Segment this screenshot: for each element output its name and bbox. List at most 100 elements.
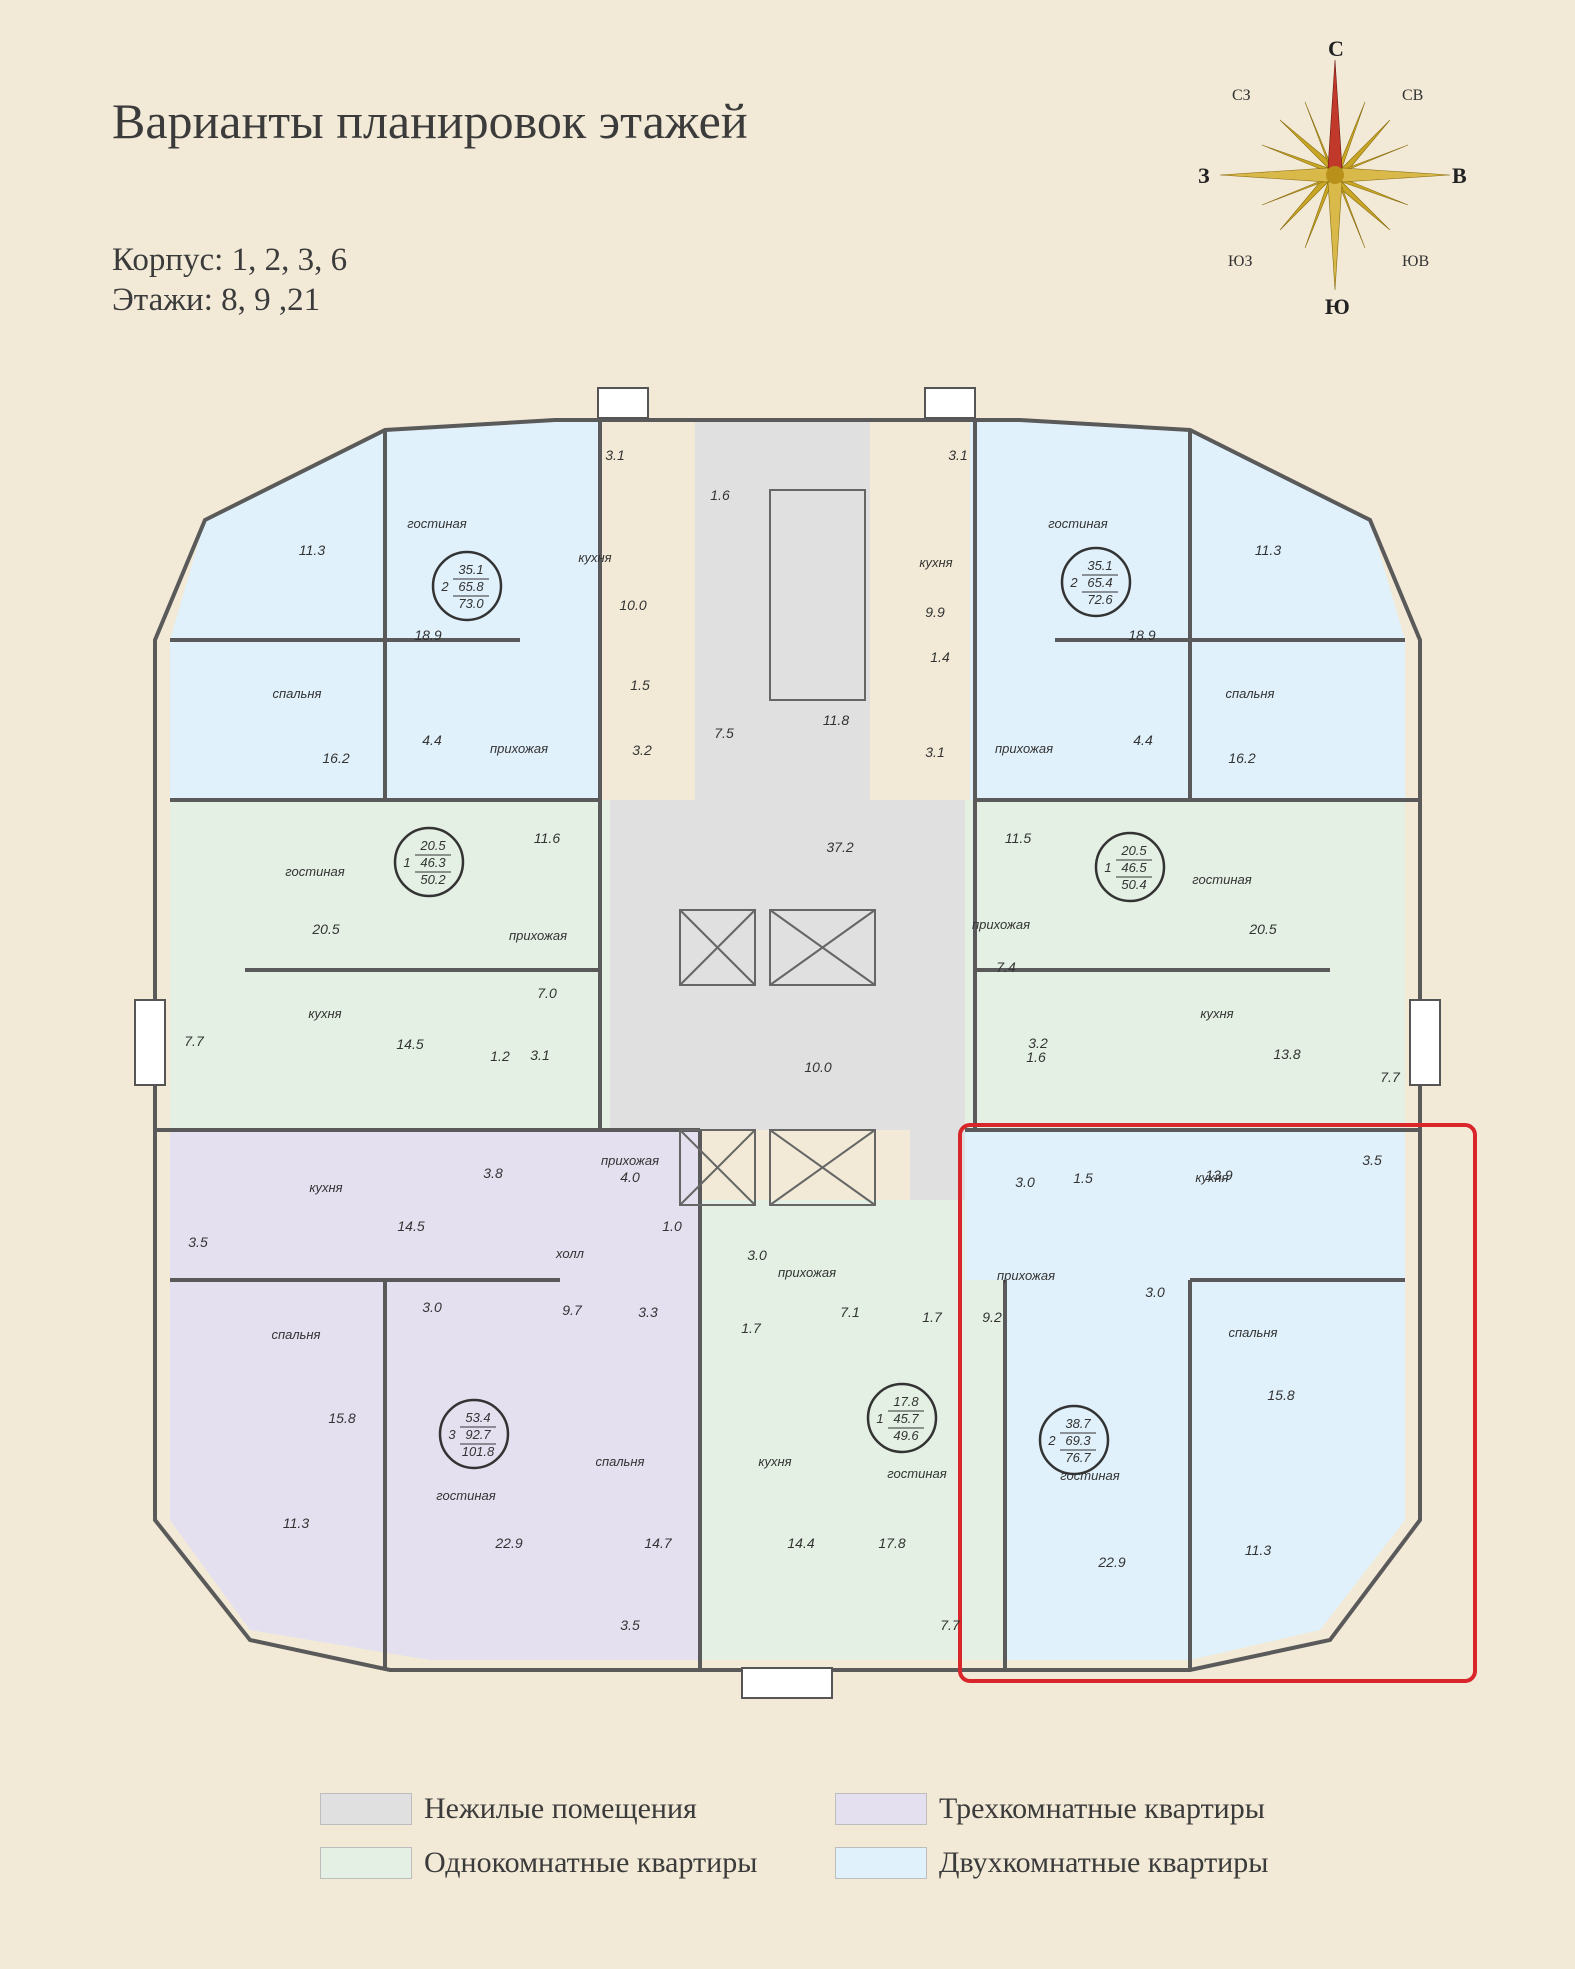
- room-name: кухня: [1200, 1006, 1233, 1021]
- room-area: 1.6: [1026, 1049, 1046, 1065]
- room-area: 7.7: [1380, 1069, 1401, 1085]
- room-area: 7.7: [940, 1617, 961, 1633]
- room-area: 9.9: [925, 604, 945, 620]
- room-area: 3.1: [948, 447, 967, 463]
- room-area: 3.0: [422, 1299, 442, 1315]
- room-area: 16.2: [1228, 750, 1255, 766]
- badge-useful-area: 69.3: [1065, 1433, 1091, 1448]
- room-area: 7.7: [184, 1033, 205, 1049]
- room-area: 14.5: [397, 1218, 424, 1234]
- building-numbers: Корпус: 1, 2, 3, 6: [112, 242, 348, 278]
- room-area: 1.0: [662, 1218, 682, 1234]
- room-name: прихожая: [995, 741, 1053, 756]
- room-area: 4.4: [422, 732, 442, 748]
- room-name: кухня: [309, 1180, 342, 1195]
- room-name: прихожая: [778, 1265, 836, 1280]
- badge-living-area: 53.4: [465, 1410, 490, 1425]
- room-area: 1.2: [490, 1048, 510, 1064]
- room-area: 20.5: [311, 921, 339, 937]
- legend-label: Двухкомнатные квартиры: [939, 1846, 1269, 1879]
- room-area: 37.2: [826, 839, 853, 855]
- room-name: прихожая: [509, 928, 567, 943]
- room-area: 14.7: [644, 1535, 672, 1551]
- apartment-badge: [1094, 831, 1166, 903]
- room-name: спальня: [595, 1454, 644, 1469]
- room-area: 3.8: [483, 1165, 503, 1181]
- room-name: холл: [555, 1246, 585, 1261]
- ventilation-grilles: [134, 387, 1441, 1699]
- room-area: 17.8: [878, 1535, 905, 1551]
- room-name: прихожая: [997, 1268, 1055, 1283]
- page-title: Варианты планировок этажей: [112, 93, 748, 149]
- badge-total-area: 72.6: [1087, 592, 1113, 607]
- badge-room-count: 3: [448, 1427, 456, 1442]
- room-name: кухня: [919, 555, 952, 570]
- legend-label: Нежилые помещения: [424, 1792, 697, 1825]
- apartment-badge: [393, 826, 465, 898]
- legend-label: Однокомнатные квартиры: [424, 1846, 758, 1879]
- room-area: 3.3: [638, 1304, 658, 1320]
- room-area: 14.5: [396, 1036, 423, 1052]
- badge-room-count: 2: [1069, 575, 1078, 590]
- room-area: 10.0: [619, 597, 646, 613]
- room-area: 20.5: [1248, 921, 1276, 937]
- room-area: 3.1: [925, 744, 944, 760]
- compass-rose: С Ю З В СЗ СВ ЮЗ ЮВ: [1198, 36, 1467, 319]
- room-name: спальня: [1225, 686, 1274, 701]
- legend-swatch: [320, 1793, 412, 1825]
- room-area: 3.0: [1145, 1284, 1165, 1300]
- room-name: кухня: [308, 1006, 341, 1021]
- compass-south: Ю: [1325, 294, 1350, 319]
- room-name: кухня: [1195, 1170, 1228, 1185]
- badge-living-area: 35.1: [458, 562, 483, 577]
- badge-total-area: 101.8: [462, 1444, 495, 1459]
- apartment-badge: [1038, 1404, 1110, 1476]
- highlighted-apartment-frame: [958, 1123, 1477, 1683]
- room-area: 18.9: [1128, 627, 1155, 643]
- badge-living-area: 20.5: [1120, 843, 1147, 858]
- legend-three-room: Двухкомнатные квартиры: [835, 1846, 1268, 1880]
- room-area: 18.9: [414, 627, 441, 643]
- compass-star-icon: [1219, 59, 1451, 291]
- room-area: 11.5: [1005, 830, 1031, 846]
- badge-living-area: 38.7: [1065, 1416, 1091, 1431]
- room-area: 3.5: [620, 1617, 640, 1633]
- room-name: спальня: [272, 686, 321, 701]
- room-area: 15.8: [1267, 1387, 1294, 1403]
- room-name: кухня: [758, 1454, 791, 1469]
- room-area: 1.7: [922, 1309, 943, 1325]
- badge-living-area: 20.5: [419, 838, 446, 853]
- plan-walls: [153, 418, 1422, 1672]
- room-name: гостиная: [887, 1466, 946, 1481]
- room-area: 14.4: [787, 1535, 814, 1551]
- room-area: 3.2: [632, 742, 652, 758]
- room-area: 10.0: [804, 1059, 831, 1075]
- badge-living-area: 35.1: [1087, 558, 1112, 573]
- room-area: 22.9: [494, 1535, 522, 1551]
- badge-total-area: 49.6: [893, 1428, 919, 1443]
- room-name: гостиная: [1048, 516, 1107, 531]
- legend-swatch: [835, 1793, 927, 1825]
- room-area: 11.3: [1255, 542, 1281, 558]
- compass-southeast: ЮВ: [1402, 253, 1429, 270]
- room-area: 15.8: [328, 1410, 355, 1426]
- badge-total-area: 73.0: [458, 596, 484, 611]
- badge-room-count: 1: [1104, 860, 1111, 875]
- room-area: 1.7: [741, 1320, 762, 1336]
- room-name: гостиная: [1060, 1468, 1119, 1483]
- room-name: прихожая: [972, 917, 1030, 932]
- legend-swatch: [320, 1847, 412, 1879]
- badge-useful-area: 65.8: [458, 579, 484, 594]
- room-area: 3.5: [1362, 1152, 1382, 1168]
- room-area: 1.4: [930, 649, 950, 665]
- room-area: 1.5: [1073, 1170, 1093, 1186]
- apartment-badge: [866, 1382, 938, 1454]
- badge-total-area: 50.2: [420, 872, 446, 887]
- legend-label: Трехкомнатные квартиры: [939, 1792, 1265, 1825]
- compass-northwest: СЗ: [1232, 87, 1251, 104]
- room-area: 3.1: [605, 447, 624, 463]
- legend-nonresidential: Нежилые помещения: [320, 1792, 697, 1826]
- room-area: 11.8: [823, 712, 849, 728]
- elevator-shafts: [679, 489, 876, 1206]
